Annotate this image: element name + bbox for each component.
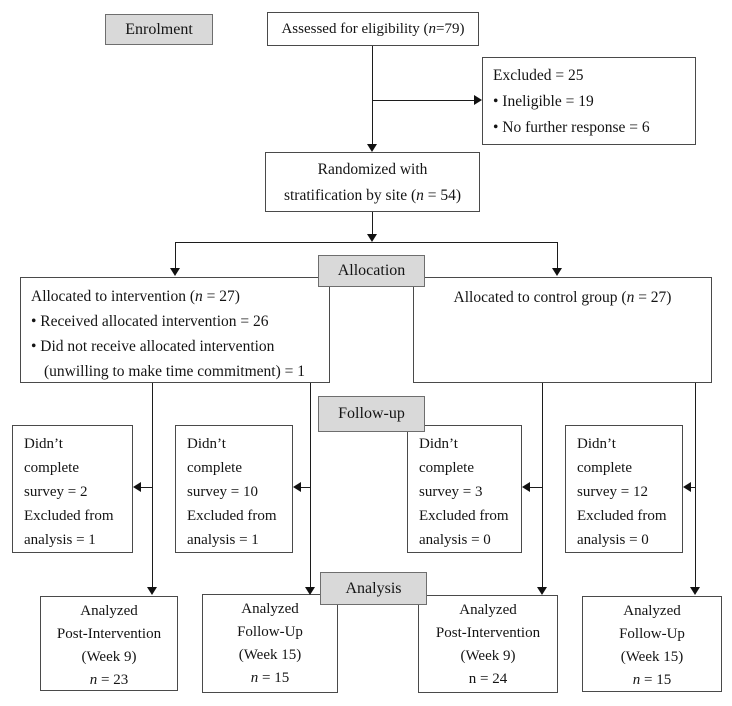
fu-line: complete [24, 460, 79, 476]
connector-intervention-post-drop [152, 383, 153, 587]
connector-assessed-randomized [372, 46, 373, 146]
arrowhead-into-analysis-2 [305, 587, 315, 595]
an-n-line: n = 15 [632, 672, 672, 688]
assessed-text: Assessed for eligibility ( [281, 21, 429, 37]
randomized-line2: stratification by site (n = 54) [283, 187, 462, 204]
fu-line: Excluded from [577, 508, 667, 524]
arrowhead-into-randomized [367, 144, 377, 152]
an-line: Follow-Up [619, 626, 685, 642]
intervention-title: Allocated to intervention (n = 27) [31, 288, 240, 305]
fu-line: complete [187, 460, 242, 476]
randomized-line1: Randomized with [317, 161, 428, 178]
fu-line: analysis = 1 [24, 532, 96, 548]
arrowhead-into-intervention [170, 268, 180, 276]
fu-line: Excluded from [24, 508, 114, 524]
connector-excluded-branch [372, 100, 474, 101]
arrowhead-into-analysis-4 [690, 587, 700, 595]
assessed-eligibility-box: Assessed for eligibility (n=79) [267, 12, 479, 46]
fu-line: Didn’t [187, 436, 226, 452]
randomized-n: n [416, 187, 424, 204]
arrowhead-into-control [552, 268, 562, 276]
fu-line: Didn’t [24, 436, 63, 452]
an-n-line: n = 15 [250, 670, 290, 686]
an-line: Post-Intervention [435, 625, 541, 641]
followup-box-intervention-fu: Didn’t complete survey = 10 Excluded fro… [175, 425, 293, 553]
followup-box-intervention-post: Didn’t complete survey = 2 Excluded from… [12, 425, 133, 553]
fu-line: Didn’t [577, 436, 616, 452]
connector-split-left [175, 242, 176, 269]
connector-split-horizontal [175, 242, 557, 243]
connector-split-right [557, 242, 558, 269]
arrowhead-into-followup-3 [522, 482, 530, 492]
an-n-line: n = 23 [89, 672, 129, 688]
intervention-n: n [195, 288, 203, 305]
connector-randomized-split [372, 212, 373, 235]
assessed-count: =79) [436, 21, 465, 37]
arrowhead-split-center [367, 234, 377, 242]
an-line: (Week 9) [460, 648, 516, 664]
arrowhead-into-followup-2 [293, 482, 301, 492]
branch-followup-2 [300, 487, 310, 488]
an-line: Analyzed [241, 601, 299, 617]
connector-control-post-drop [542, 383, 543, 587]
excluded-box: Excluded = 25 • Ineligible = 19 • No fur… [482, 57, 696, 145]
an-n-line: n = 24 [468, 671, 508, 687]
analysis-box-intervention-post: Analyzed Post-Intervention (Week 9) n = … [40, 596, 178, 691]
an-line: Analyzed [623, 603, 681, 619]
an-line: Analyzed [459, 602, 517, 618]
arrowhead-into-analysis-1 [147, 587, 157, 595]
stage-label-enrolment: Enrolment [105, 14, 213, 45]
analysis-box-intervention-fu: Analyzed Follow-Up (Week 15) n = 15 [202, 594, 338, 693]
followup-box-control-post: Didn’t complete survey = 3 Excluded from… [407, 425, 522, 553]
fu-line: Excluded from [419, 508, 509, 524]
fu-line: survey = 2 [24, 484, 88, 500]
assessed-n: n [428, 21, 437, 37]
analysis-box-control-fu: Analyzed Follow-Up (Week 15) n = 15 [582, 596, 722, 692]
fu-line: complete [419, 460, 474, 476]
fu-line: analysis = 1 [187, 532, 259, 548]
analysis-box-control-post: Analyzed Post-Intervention (Week 9) n = … [418, 595, 558, 693]
an-line: (Week 9) [81, 649, 137, 665]
randomized-box: Randomized with stratification by site (… [265, 152, 480, 212]
stage-label-allocation: Allocation [318, 255, 425, 287]
branch-followup-1 [140, 487, 152, 488]
branch-followup-3 [529, 487, 542, 488]
fu-line: Excluded from [187, 508, 277, 524]
fu-line: survey = 12 [577, 484, 648, 500]
an-line: Analyzed [80, 603, 138, 619]
fu-line: complete [577, 460, 632, 476]
arrowhead-into-excluded [474, 95, 482, 105]
stage-label-followup: Follow-up [318, 396, 425, 432]
fu-line: analysis = 0 [577, 532, 649, 548]
intervention-not-received: • Did not receive allocated intervention [31, 338, 275, 355]
control-title: Allocated to control group (n = 27) [453, 289, 672, 306]
arrowhead-into-followup-4 [683, 482, 691, 492]
fu-line: analysis = 0 [419, 532, 491, 548]
stage-label-analysis: Analysis [320, 572, 427, 605]
intervention-not-received-reason: (unwilling to make time commitment) = 1 [44, 363, 306, 380]
excluded-total: Excluded = 25 [493, 67, 584, 84]
an-line: Post-Intervention [56, 626, 162, 642]
connector-control-fu-drop [695, 383, 696, 587]
an-line: (Week 15) [238, 647, 302, 663]
branch-followup-4 [690, 487, 695, 488]
fu-line: Didn’t [419, 436, 458, 452]
connector-intervention-fu-drop [310, 383, 311, 587]
followup-box-control-fu: Didn’t complete survey = 12 Excluded fro… [565, 425, 683, 553]
arrowhead-into-followup-1 [133, 482, 141, 492]
allocated-control-box: Allocated to control group (n = 27) [413, 277, 712, 383]
control-n: n [626, 289, 635, 306]
an-line: (Week 15) [620, 649, 684, 665]
excluded-ineligible: • Ineligible = 19 [493, 93, 594, 110]
allocated-intervention-box: Allocated to intervention (n = 27) • Rec… [20, 277, 330, 383]
an-line: Follow-Up [237, 624, 303, 640]
excluded-no-response: • No further response = 6 [493, 119, 650, 136]
fu-line: survey = 10 [187, 484, 258, 500]
arrowhead-into-analysis-3 [537, 587, 547, 595]
intervention-received: • Received allocated intervention = 26 [31, 313, 269, 330]
fu-line: survey = 3 [419, 484, 483, 500]
